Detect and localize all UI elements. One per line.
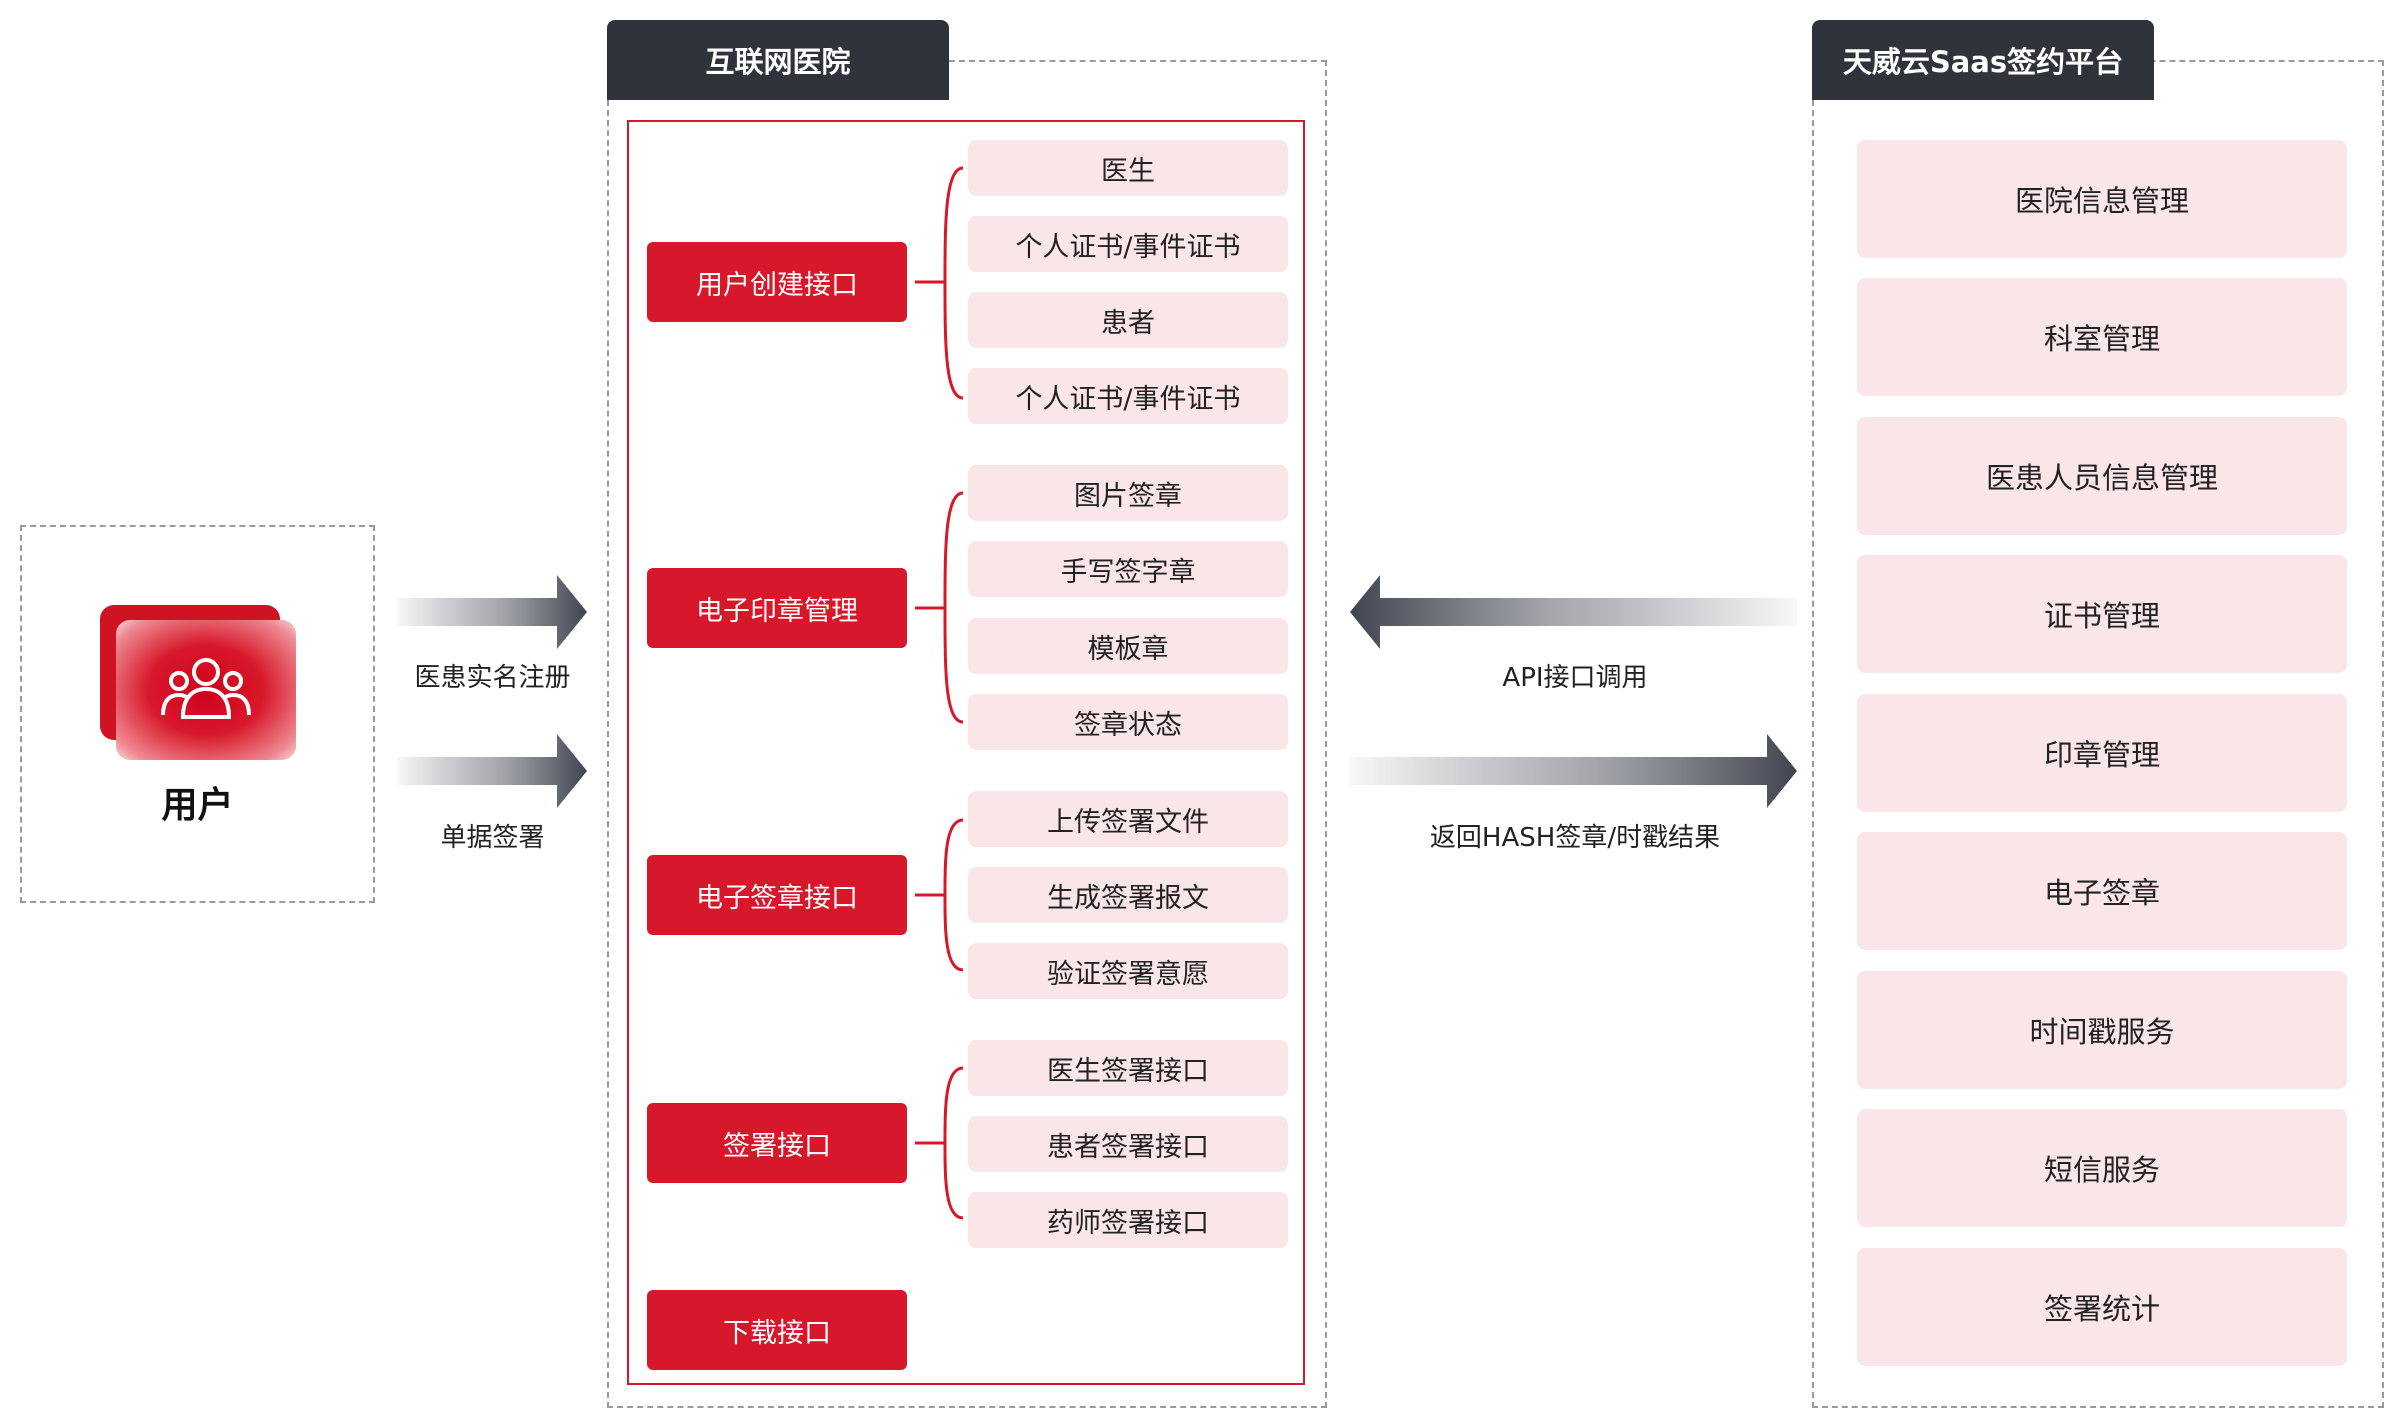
saas-item[interactable]: 时间戳服务 <box>1857 971 2347 1089</box>
brace-sign <box>915 1066 964 1220</box>
list-item[interactable]: 签章状态 <box>968 694 1288 750</box>
list-item[interactable]: 图片签章 <box>968 465 1288 521</box>
brace-user-create <box>915 166 964 400</box>
brace-seal-manage <box>915 491 964 724</box>
list-item[interactable]: 手写签字章 <box>968 541 1288 597</box>
hospital-title: 互联网医院 <box>607 20 949 100</box>
list-item[interactable]: 模板章 <box>968 618 1288 674</box>
group-e-sign[interactable]: 电子签章接口 <box>647 855 907 935</box>
group-sign[interactable]: 签署接口 <box>647 1103 907 1183</box>
saas-item[interactable]: 印章管理 <box>1857 694 2347 812</box>
list-item[interactable]: 患者签署接口 <box>968 1116 1288 1172</box>
saas-item[interactable]: 短信服务 <box>1857 1109 2347 1227</box>
hash-return-label: 返回HASH签章/时戳结果 <box>1429 822 1721 853</box>
sign-arrow <box>397 734 587 808</box>
group-user-create[interactable]: 用户创建接口 <box>647 242 907 322</box>
saas-item[interactable]: 科室管理 <box>1857 278 2347 396</box>
saas-title: 天威云Saas签约平台 <box>1812 20 2154 100</box>
brace-e-sign <box>915 818 964 972</box>
user-panel <box>20 525 375 903</box>
list-item[interactable]: 医生签署接口 <box>968 1040 1288 1096</box>
list-item[interactable]: 生成签署报文 <box>968 867 1288 923</box>
users-icon <box>116 620 296 760</box>
saas-item[interactable]: 医院信息管理 <box>1857 140 2347 258</box>
list-item[interactable]: 验证签署意愿 <box>968 943 1288 999</box>
list-item[interactable]: 药师签署接口 <box>968 1192 1288 1248</box>
hospital-inner-frame <box>627 120 1305 1385</box>
saas-item[interactable]: 电子签章 <box>1857 832 2347 950</box>
saas-item[interactable]: 医患人员信息管理 <box>1857 417 2347 535</box>
list-item[interactable]: 上传签署文件 <box>968 791 1288 847</box>
list-item[interactable]: 个人证书/事件证书 <box>968 216 1288 272</box>
user-label: 用户 <box>161 785 234 826</box>
list-item[interactable]: 患者 <box>968 292 1288 348</box>
list-item[interactable]: 个人证书/事件证书 <box>968 368 1288 424</box>
api-call-label: API接口调用 <box>1502 662 1648 693</box>
hash-return-arrow <box>1350 734 1797 808</box>
group-seal-manage[interactable]: 电子印章管理 <box>647 568 907 648</box>
hospital-panel <box>607 60 1327 1408</box>
register-arrow-label: 医患实名注册 <box>414 662 571 693</box>
register-arrow <box>397 575 587 649</box>
group-download[interactable]: 下载接口 <box>647 1290 907 1370</box>
list-item[interactable]: 医生 <box>968 140 1288 196</box>
saas-item[interactable]: 证书管理 <box>1857 555 2347 673</box>
sign-arrow-label: 单据签署 <box>440 822 545 853</box>
api-call-arrow <box>1350 575 1797 649</box>
saas-item[interactable]: 签署统计 <box>1857 1248 2347 1366</box>
